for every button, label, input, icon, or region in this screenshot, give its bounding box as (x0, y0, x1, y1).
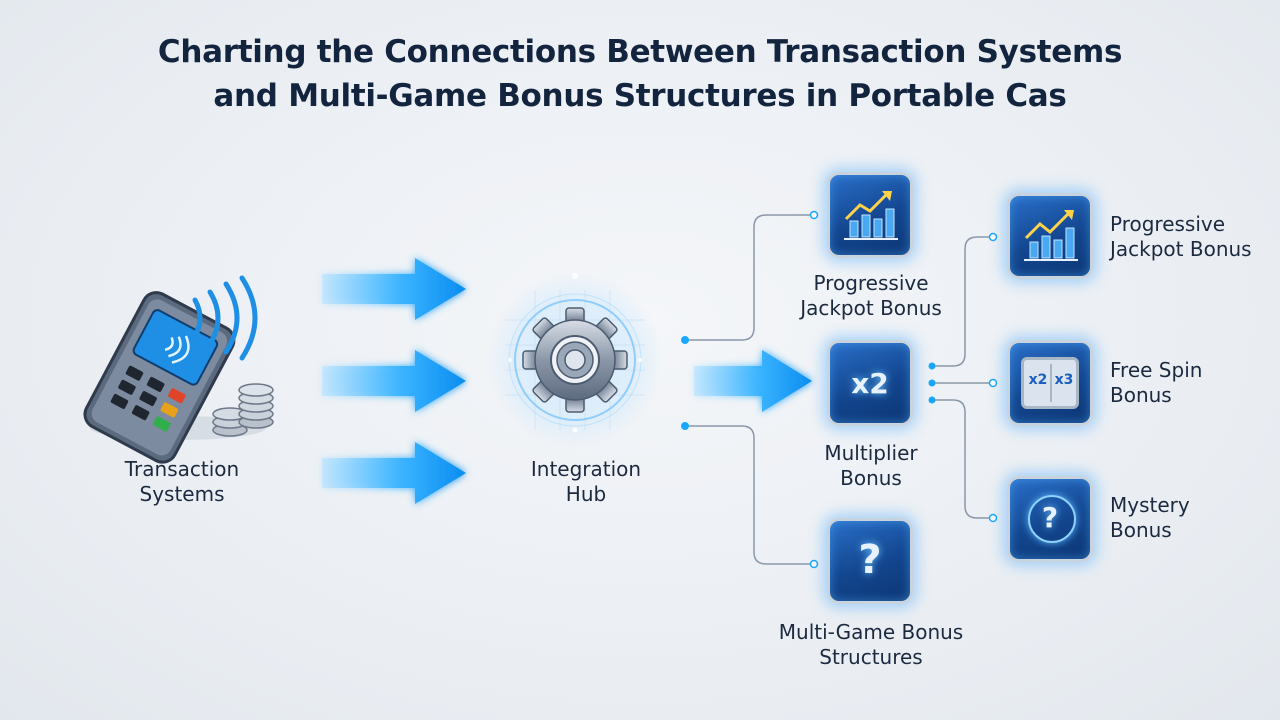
multiplier-tile: x2 (827, 340, 913, 426)
diagram-title: Charting the Connections Between Transac… (0, 30, 1280, 118)
mystery-question-mark: ? (1041, 501, 1059, 534)
gear-icon (487, 272, 663, 448)
flow-arrow-3 (322, 442, 466, 504)
title-line-2: and Multi-Game Bonus Structures in Porta… (213, 78, 1067, 114)
free-spin-tile: x2 x3 (1007, 340, 1093, 426)
connector-to-mystery (932, 399, 993, 519)
multiplier-connectors (932, 236, 993, 519)
title-line-1: Charting the Connections Between Transac… (157, 34, 1123, 70)
multiplier-label: Multiplier Bonus (824, 441, 918, 490)
progressive-jackpot-label: Progressive Jackpot Bonus (800, 271, 942, 320)
flow-arrow-hub-out (694, 350, 812, 412)
payment-terminal-icon (83, 275, 274, 464)
mystery-tile: ? (1007, 476, 1093, 562)
slot-reels-icon: x2 x3 (1021, 357, 1079, 409)
question-mark-icon: ? (858, 537, 882, 583)
mystery-label: Mystery Bonus (1110, 493, 1190, 542)
reel-x3: x3 (1054, 372, 1074, 388)
right-progressive-tile (1007, 193, 1093, 279)
flow-arrow-1 (322, 258, 466, 320)
growth-chart-icon (1024, 210, 1078, 261)
connector-to-right-progressive (932, 236, 993, 367)
multiplier-connector-dots (928, 232, 998, 523)
progressive-jackpot-tile (827, 172, 913, 258)
right-progressive-label: Progressive Jackpot Bonus (1110, 212, 1252, 261)
free-spin-label: Free Spin Bonus (1110, 358, 1203, 407)
mystery-box-icon (1028, 495, 1076, 543)
hub-connector-dots (681, 210, 819, 569)
multi-game-label: Multi-Game Bonus Structures (778, 620, 964, 669)
multi-game-tile: ? (827, 518, 913, 604)
integration-hub-label: Integration Hub (530, 457, 642, 506)
growth-chart-icon (844, 191, 898, 240)
connector-hub-to-multigame (685, 425, 814, 565)
x2-multiplier-icon: x2 (851, 367, 889, 400)
reel-x2: x2 (1028, 372, 1048, 388)
hub-connectors (685, 214, 814, 565)
flow-arrow-2 (322, 350, 466, 412)
connector-hub-to-progressive (685, 214, 814, 341)
transaction-systems-label: Transaction Systems (124, 457, 240, 506)
